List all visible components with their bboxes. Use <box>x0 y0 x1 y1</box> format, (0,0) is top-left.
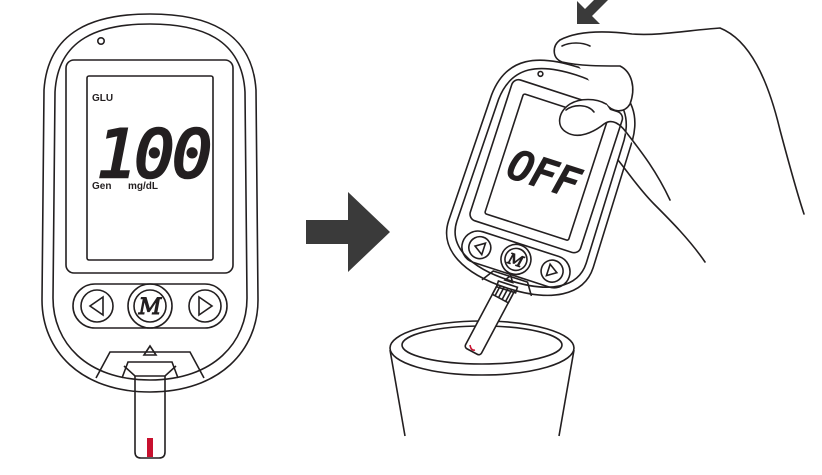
step-arrow-icon <box>306 192 390 272</box>
push-down-arrow-icon <box>577 0 608 24</box>
falling-test-strip <box>464 282 515 356</box>
glu-label: GLU <box>92 93 113 104</box>
wrist-lower <box>618 160 705 262</box>
glucose-meter-left <box>42 14 258 458</box>
blood-sample-left <box>147 438 153 457</box>
unit-label: mg/dL <box>128 181 158 192</box>
meter-body-outer <box>42 14 258 392</box>
cup-side-right <box>559 350 574 436</box>
indicator-dot <box>98 38 104 44</box>
left-button <box>81 290 113 322</box>
m-button-label: M <box>138 295 162 320</box>
up-triangle-icon <box>144 346 156 355</box>
right-button <box>189 290 221 322</box>
gen-label: Gen <box>92 181 111 192</box>
meter-body-inner <box>53 24 247 380</box>
left-triangle-icon <box>90 297 103 315</box>
cup-side-left <box>390 350 405 436</box>
right-triangle-icon <box>199 297 212 315</box>
